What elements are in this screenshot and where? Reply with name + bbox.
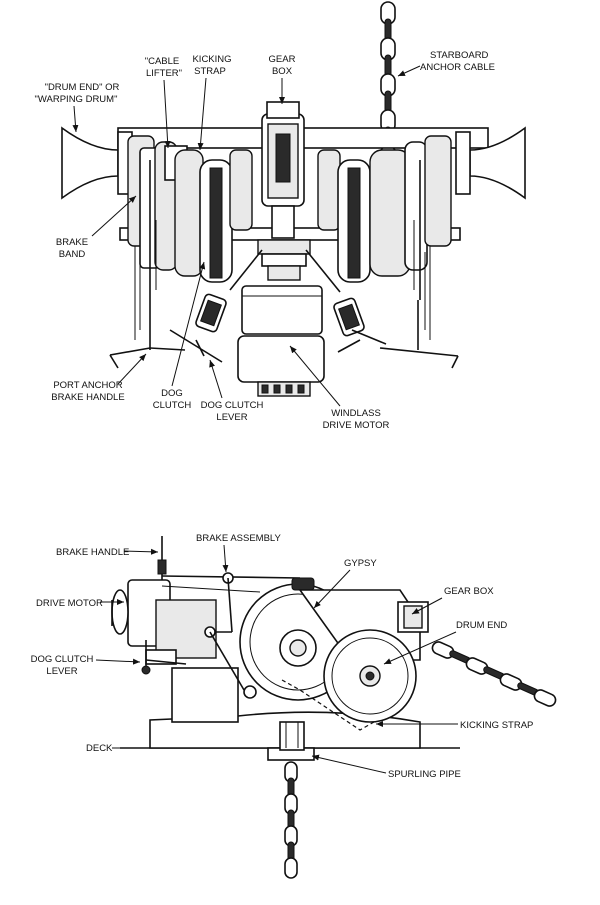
label-windlass: WINDLASS xyxy=(331,408,381,419)
label-drive-motor: DRIVE MOTOR xyxy=(323,420,390,431)
label-kicking-strap: KICKING STRAP xyxy=(460,720,533,731)
starboard-dog-clutch xyxy=(333,297,365,337)
windlass-drive-motor xyxy=(237,285,325,397)
label-gypsy: GYPSY xyxy=(344,558,377,569)
pedestal xyxy=(171,667,239,723)
starboard-dog-clutch-lever[interactable] xyxy=(337,329,387,353)
label-port-anchor: PORT ANCHOR xyxy=(53,380,122,391)
port-warping-drum xyxy=(61,126,133,200)
label-band: BAND xyxy=(59,249,86,260)
label-side-drive-motor: DRIVE MOTOR xyxy=(36,598,103,609)
label-brake-handle: BRAKE HANDLE xyxy=(51,392,124,403)
side-kicking-strap xyxy=(281,679,375,731)
label-starboard: STARBOARD xyxy=(430,50,489,61)
label-side-drum-end: DRUM END xyxy=(456,620,507,631)
starboard-warping-drum xyxy=(455,126,526,200)
side-drum-end xyxy=(323,629,417,723)
label-dog: DOG xyxy=(161,388,183,399)
label-side-lever: LEVER xyxy=(46,666,77,677)
label-warping-drum: "WARPING DRUM" xyxy=(35,94,118,105)
starboard-strut xyxy=(305,249,341,293)
label-spurling-pipe: SPURLING PIPE xyxy=(388,769,461,780)
label-side-brake-handle: BRAKE HANDLE xyxy=(56,547,129,558)
label-dog-clutch: DOG CLUTCH xyxy=(201,400,264,411)
side-outgoing-chain xyxy=(431,641,557,707)
front-view: "DRUM END" OR "WARPING DRUM" "CABLE LIFT… xyxy=(35,1,526,431)
port-strut xyxy=(229,249,263,291)
label-deck: DECK xyxy=(86,743,113,754)
label-brake-assembly: BRAKE ASSEMBLY xyxy=(196,533,281,544)
label-kicking-strap-2: STRAP xyxy=(194,66,226,77)
side-dog-clutch-lever[interactable] xyxy=(141,640,187,675)
label-cable-lifter-2: LIFTER" xyxy=(146,68,182,79)
side-brake-assembly xyxy=(204,572,257,699)
label-side-gear-box: GEAR BOX xyxy=(444,586,494,597)
port-dog-clutch xyxy=(195,293,227,333)
side-drive-motor xyxy=(111,579,217,665)
label-gear: GEAR xyxy=(269,54,296,65)
gear-box xyxy=(257,101,311,281)
side-view: BRAKE ASSEMBLY BRAKE HANDLE GYPSY GEAR B… xyxy=(31,533,557,879)
spurling-pipe xyxy=(267,721,315,761)
label-brake: BRAKE xyxy=(56,237,88,248)
label-clutch: CLUTCH xyxy=(153,400,192,411)
label-side-dog-clutch: DOG CLUTCH xyxy=(31,654,94,665)
starboard-cable-lifter xyxy=(317,135,452,300)
label-drum-end: "DRUM END" OR xyxy=(45,82,120,93)
port-cable-lifter xyxy=(127,135,253,300)
label-lever: LEVER xyxy=(216,412,247,423)
label-kicking-strap: KICKING xyxy=(192,54,231,65)
port-dog-clutch-lever[interactable] xyxy=(169,329,223,363)
starboard-brake-handle[interactable] xyxy=(379,246,459,369)
port-anchor-brake-handle[interactable] xyxy=(109,246,186,369)
label-cable-lifter: "CABLE xyxy=(145,56,180,67)
side-hanging-chain xyxy=(284,761,298,879)
label-box: BOX xyxy=(272,66,293,77)
label-anchor-cable: ANCHOR CABLE xyxy=(420,62,495,73)
